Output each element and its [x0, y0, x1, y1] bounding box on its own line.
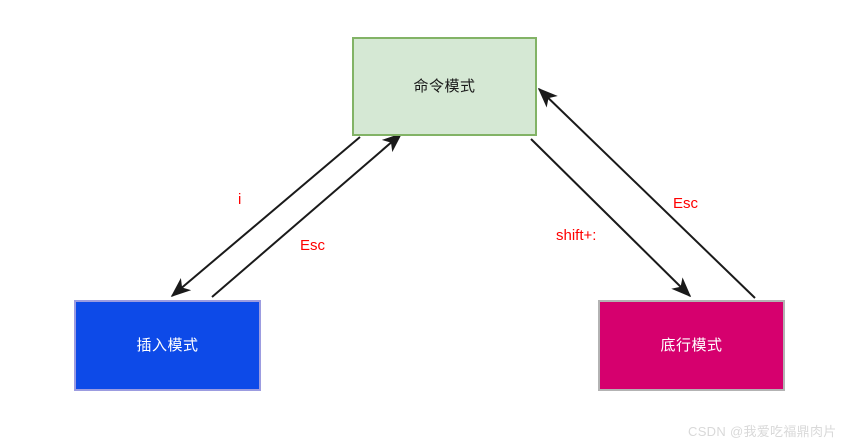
edge-command-to-insert	[170, 136, 361, 298]
edge-label-i: i	[238, 191, 242, 208]
edge-command-to-lastline	[530, 138, 692, 298]
node-last-line-mode[interactable]: 底行模式	[598, 300, 785, 391]
edge-label-shift-colon: shift+:	[556, 227, 597, 244]
node-command-mode-label: 命令模式	[413, 77, 476, 95]
edge-label-esc-left: Esc	[300, 237, 326, 254]
csdn-watermark: CSDN @我爱吃福鼎肉片	[688, 424, 837, 439]
edge-lastline-to-command	[537, 87, 756, 299]
node-insert-mode-label: 插入模式	[136, 336, 199, 354]
node-last-line-mode-label: 底行模式	[660, 336, 723, 354]
node-command-mode[interactable]: 命令模式	[352, 37, 537, 136]
edge-label-esc-right: Esc	[673, 195, 699, 212]
node-insert-mode[interactable]: 插入模式	[74, 300, 261, 391]
edge-insert-to-command	[211, 132, 403, 298]
